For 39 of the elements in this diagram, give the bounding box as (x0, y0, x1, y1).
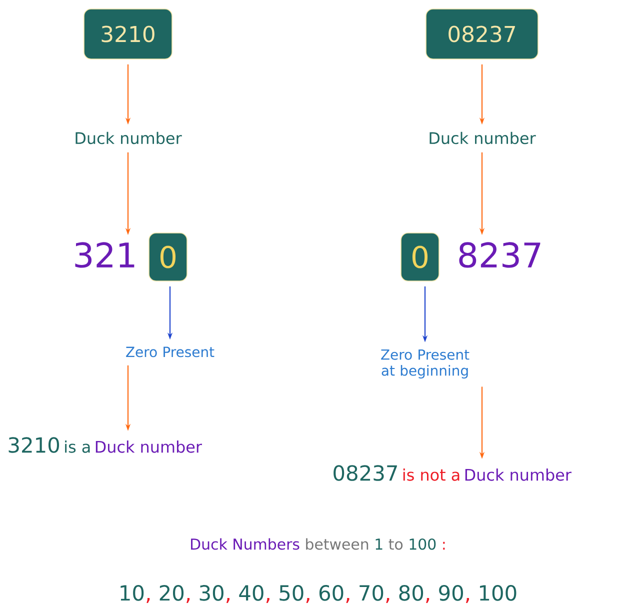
label: , (266, 598, 270, 603)
heading: Duck Numbers between 1 to 100 : (191, 538, 445, 550)
label: : (443, 542, 445, 550)
label: , (146, 598, 150, 603)
label: , (386, 598, 390, 603)
number-badge: 3210 (84, 8, 172, 60)
step-label: Duck number (76, 132, 182, 144)
digits-text: 321 (75, 242, 134, 268)
label: 20 (160, 585, 184, 601)
label: 80 (399, 585, 424, 601)
label: , (466, 598, 469, 603)
label: to (388, 539, 403, 550)
step-label: Duck number (430, 132, 536, 144)
condition-label: Zero Present at beginning (381, 350, 470, 378)
label: 100 (480, 585, 516, 601)
label: 90 (439, 585, 463, 601)
label: , (426, 598, 430, 603)
condition-label: Zero Present (126, 346, 214, 358)
number-badge: 08237 (426, 8, 538, 60)
label: , (346, 598, 350, 603)
result-text: 08237 is not a Duck number (334, 465, 572, 481)
label: 50 (280, 585, 304, 601)
zero-badge: 0 (400, 232, 440, 282)
result-text: 3210 is a Duck number (8, 437, 202, 453)
label: , (226, 598, 230, 603)
label: between (306, 538, 368, 550)
zero-badge: 0 (148, 232, 188, 282)
label: 60 (319, 585, 344, 601)
label: Duck Numbers (191, 538, 300, 550)
label: 40 (239, 585, 264, 601)
number-list: 10, 20, 30, 40, 50, 60, 70, 80, 90, 100 (120, 585, 516, 603)
label: 30 (200, 585, 224, 601)
label: 10 (120, 585, 144, 601)
digits-text: 8237 (459, 242, 540, 268)
label: 70 (360, 585, 384, 601)
label: 1 (376, 538, 382, 550)
label: 100 (410, 538, 436, 550)
label: , (306, 598, 310, 603)
label: , (186, 598, 190, 603)
